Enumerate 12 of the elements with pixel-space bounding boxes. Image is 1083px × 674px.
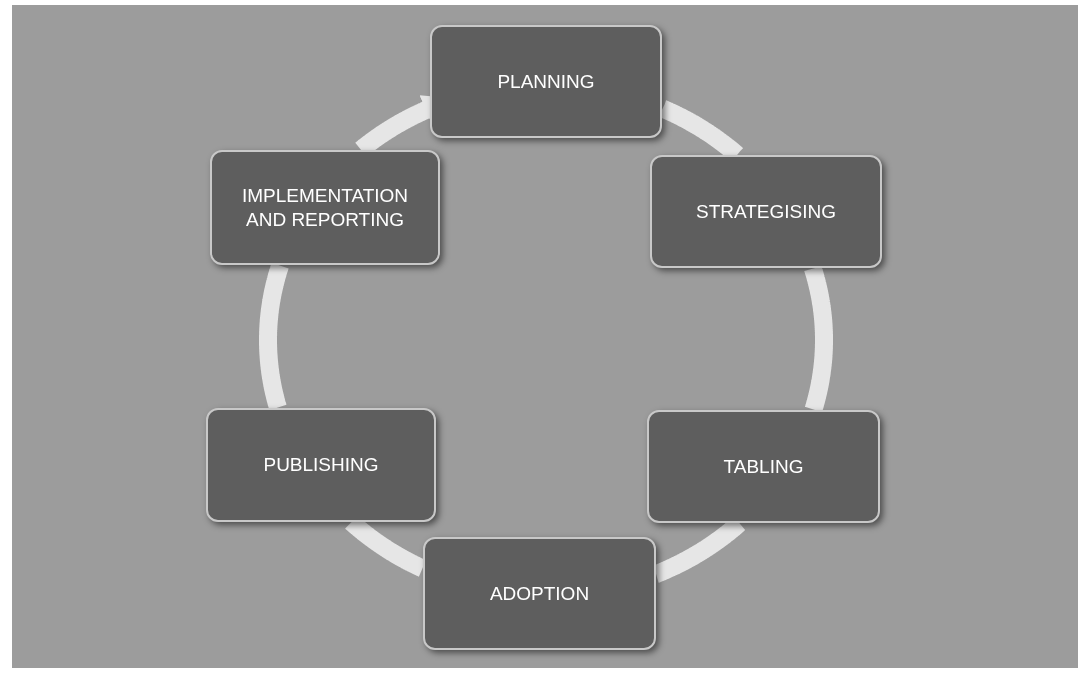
- stage-box: [206, 408, 436, 522]
- stage-box: [650, 155, 882, 268]
- stage-box: [423, 537, 656, 650]
- stage-label: ADOPTION: [489, 581, 590, 606]
- stage-label: STRATEGISING: [695, 199, 837, 224]
- stage-box: [647, 410, 880, 523]
- stage-label: IMPLEMENTATION AND REPORTING: [240, 183, 410, 232]
- stage-label: TABLING: [723, 454, 804, 479]
- stage-label: PLANNING: [497, 69, 595, 94]
- stage-box: [210, 150, 440, 265]
- stage-box: [430, 25, 662, 138]
- stage-label: PUBLISHING: [263, 453, 379, 477]
